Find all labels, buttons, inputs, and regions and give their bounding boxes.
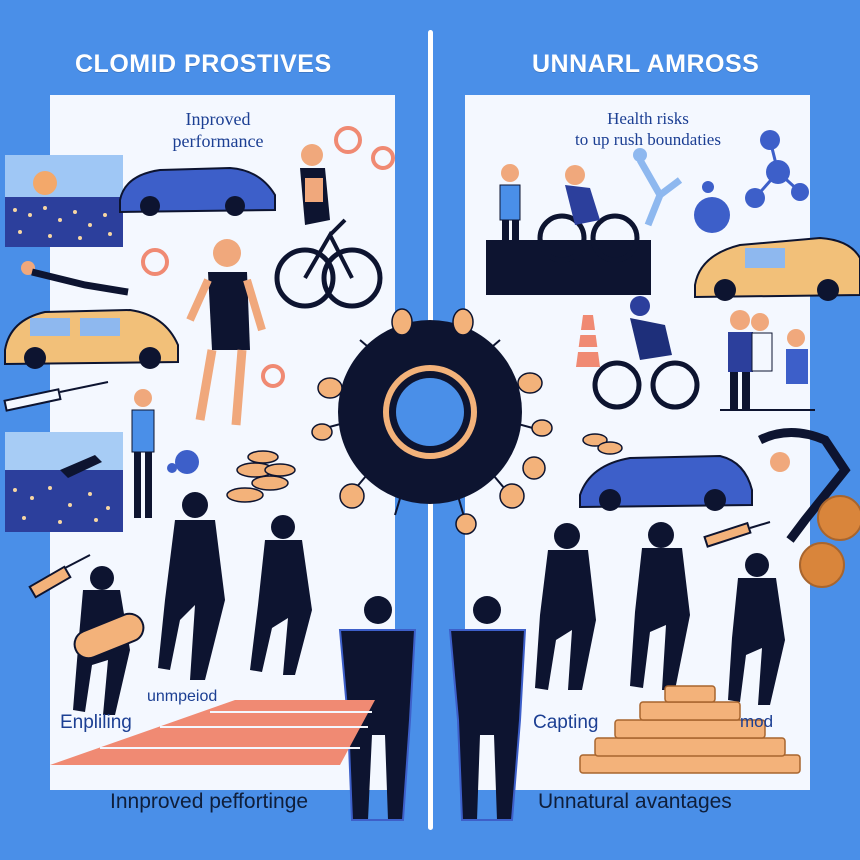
car-right-top	[694, 236, 860, 301]
right-subtitle: Health risks to up rush boundaties	[575, 109, 721, 149]
car-left-mid	[4, 308, 179, 369]
left-subtitle: Inproved performance	[172, 109, 264, 151]
standing-people-right	[720, 310, 815, 411]
silhouette-runners-left	[73, 492, 415, 820]
stadium-image-bottom	[5, 432, 123, 532]
woman-left	[131, 389, 155, 518]
syringe-left-top	[3, 381, 109, 412]
center-wheel	[311, 308, 553, 535]
right-caption-mod: mod	[740, 712, 774, 731]
blue-molecule-left	[167, 450, 199, 474]
stretching-athlete-right	[757, 428, 851, 543]
left-footer: Innproved peffortinge	[110, 790, 309, 813]
woman-right	[499, 164, 521, 258]
syringe-right	[703, 521, 771, 548]
medal-icons	[799, 495, 860, 588]
pills-right	[582, 433, 623, 455]
silhouette-runners-right	[450, 522, 785, 820]
running-track	[50, 700, 375, 765]
left-caption-enpliling: Enpliling	[60, 712, 132, 733]
cyclist-right-bottom	[592, 296, 700, 410]
left-title: CLOMID PROSTIVES	[75, 50, 332, 78]
right-footer: Unnatural avantages	[538, 790, 732, 813]
molecule-icon	[694, 130, 809, 233]
syringe-left-bottom	[28, 554, 91, 599]
stadium-image-top	[5, 155, 123, 247]
car-right-mid	[579, 454, 753, 511]
pill-stack-left	[226, 450, 296, 503]
gear-icons	[141, 126, 395, 388]
car-left-top	[119, 166, 276, 216]
left-caption-unmpeiod: unmpeiod	[147, 688, 218, 705]
pill-pyramid-right	[579, 685, 801, 774]
falling-runner-left	[21, 261, 129, 296]
cyclist-left	[274, 144, 383, 309]
runner-left	[186, 239, 266, 426]
right-title: UNNARL AMROSS	[532, 50, 760, 78]
figure-jumping-right	[633, 148, 683, 227]
right-caption-capting: Capting	[533, 712, 599, 733]
capsule-left	[73, 612, 145, 660]
cone-icon	[576, 315, 600, 367]
